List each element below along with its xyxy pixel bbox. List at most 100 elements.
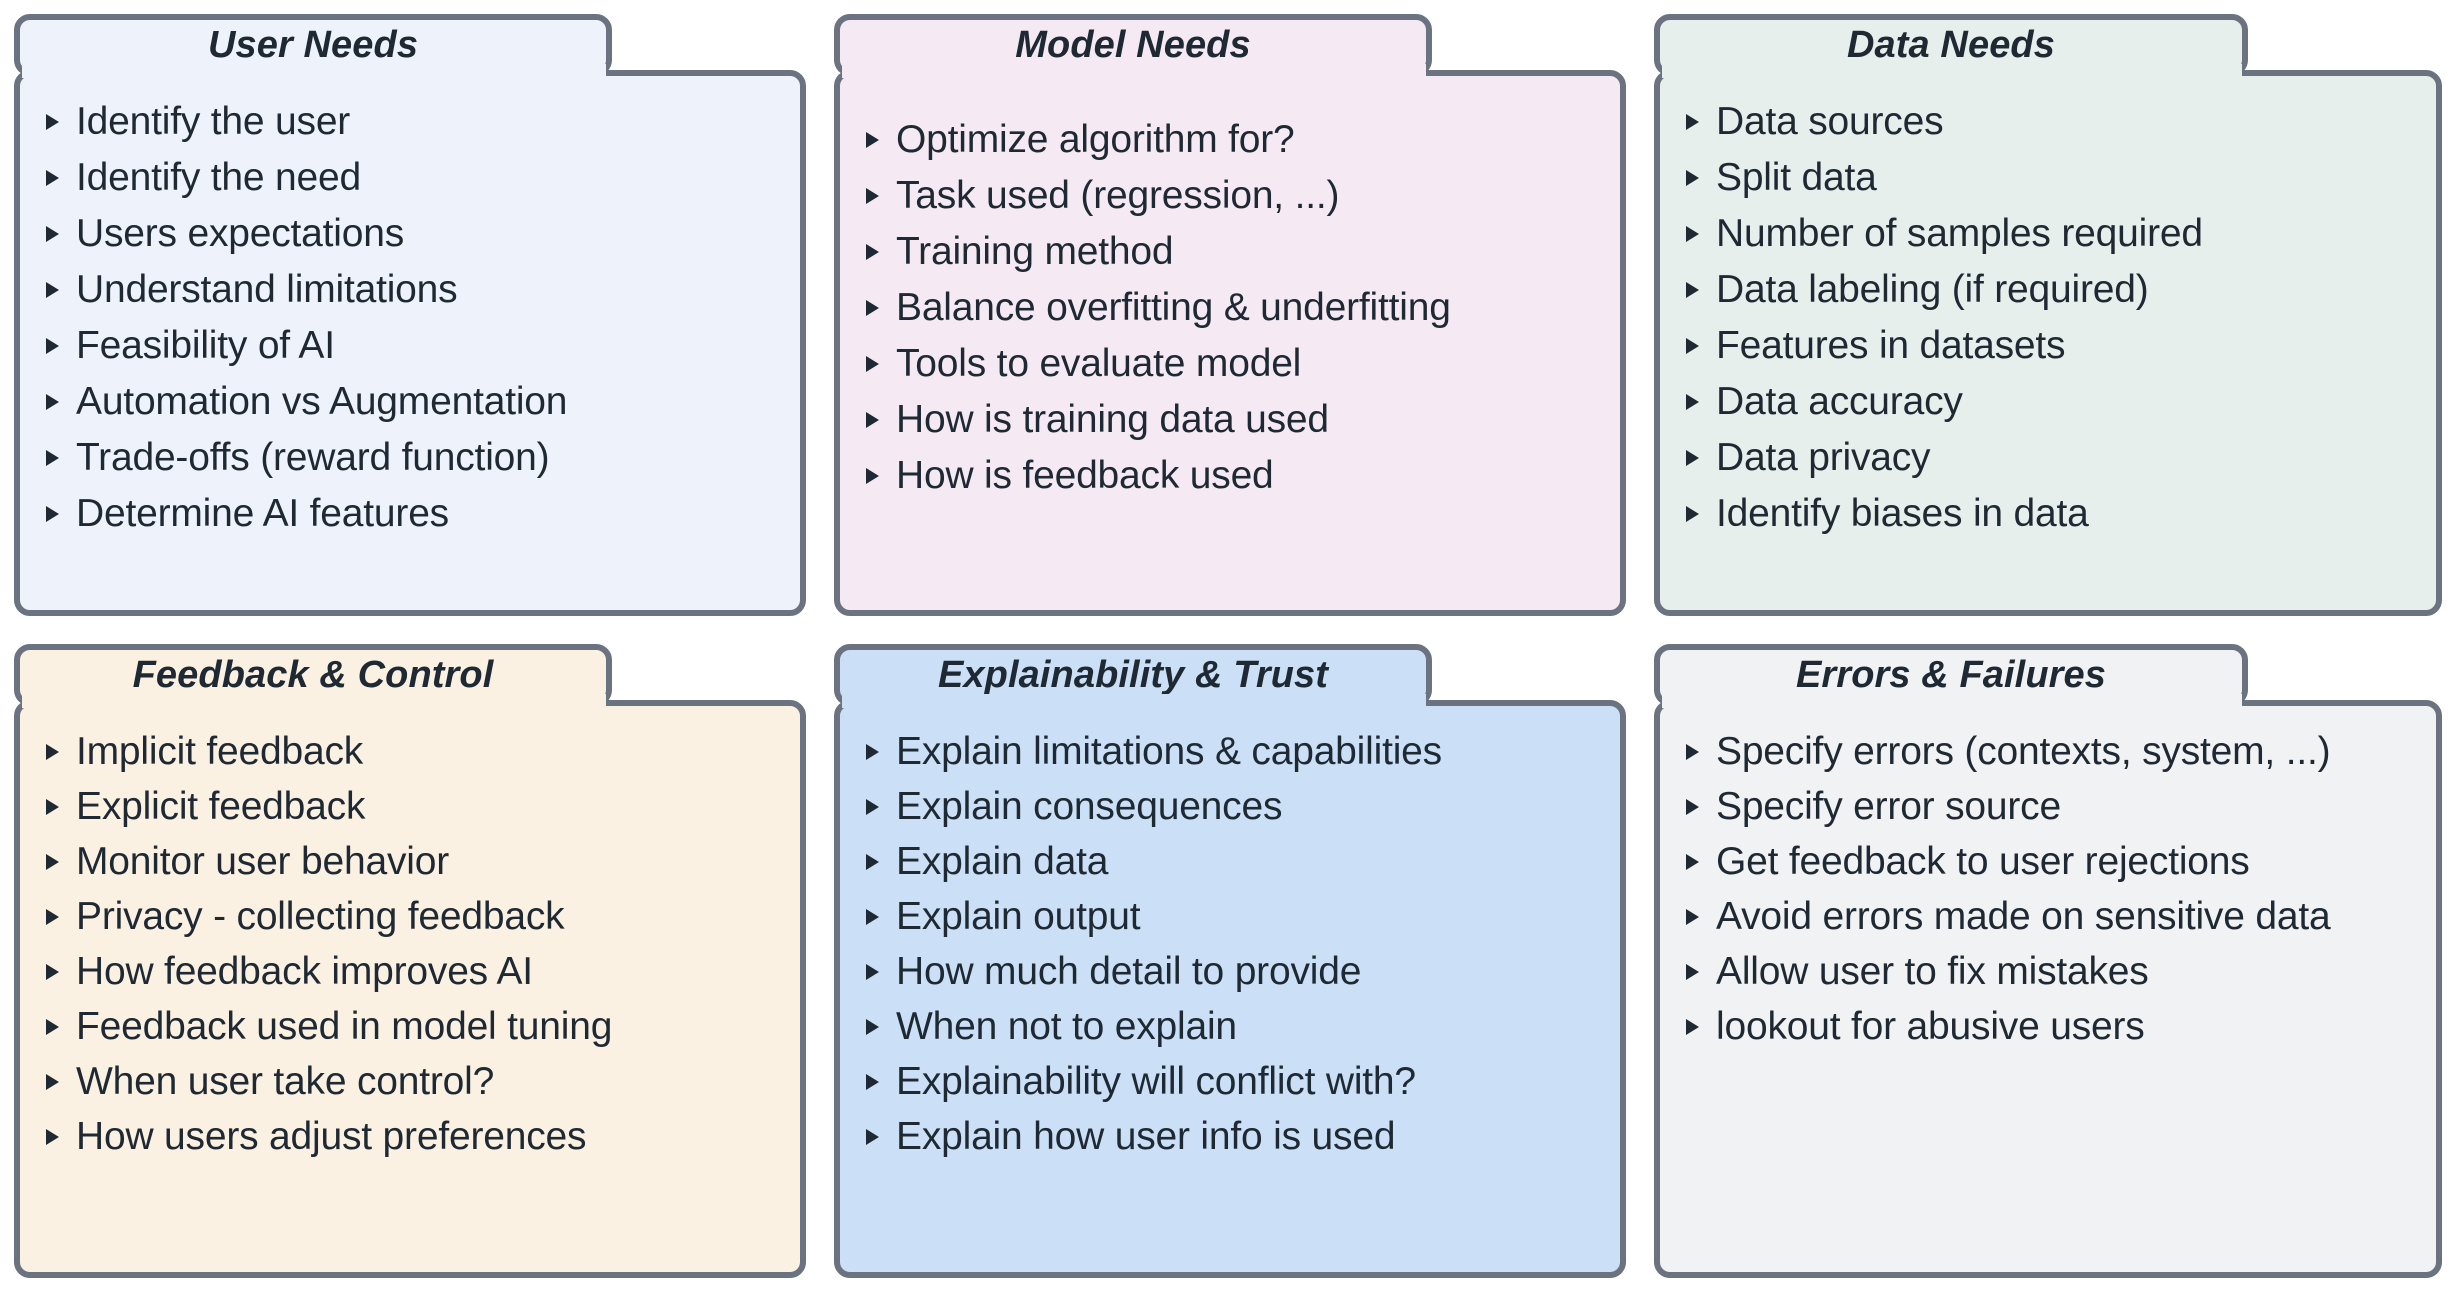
list-item: Explicit feedback — [38, 787, 782, 826]
panel-list-model-needs: Optimize algorithm for? Task used (regre… — [858, 120, 1602, 495]
list-item: Training method — [858, 232, 1602, 271]
bullet-triangle-icon — [1686, 337, 1699, 354]
panel-list-explainability-trust: Explain limitations & capabilities Expla… — [858, 732, 1602, 1156]
bullet-triangle-icon — [1686, 169, 1699, 186]
list-item: Identify biases in data — [1678, 494, 2418, 533]
bullet-triangle-icon — [46, 1073, 59, 1090]
bullet-triangle-icon — [866, 853, 879, 870]
bullet-triangle-icon — [46, 798, 59, 815]
panel-user-needs: User Needs Identify the user Identify th… — [14, 14, 806, 616]
bullet-triangle-icon — [866, 355, 879, 372]
list-item: When user take control? — [38, 1062, 782, 1101]
panel-data-needs: Data Needs Data sources Split data Numbe… — [1654, 14, 2442, 616]
list-item: Identify the user — [38, 102, 782, 141]
panel-feedback-control: Feedback & Control Implicit feedback Exp… — [14, 644, 806, 1278]
tab-body-merge — [842, 64, 1426, 78]
panel-explainability-trust: Explainability & Trust Explain limitatio… — [834, 644, 1626, 1278]
bullet-triangle-icon — [1686, 281, 1699, 298]
tab-body-merge — [22, 694, 606, 708]
bullet-triangle-icon — [866, 1073, 879, 1090]
list-item: Split data — [1678, 158, 2418, 197]
panel-cell-feedback-control: Feedback & Control Implicit feedback Exp… — [0, 630, 820, 1292]
bullet-triangle-icon — [46, 281, 59, 298]
list-item: Task used (regression, ...) — [858, 176, 1602, 215]
bullet-triangle-icon — [46, 743, 59, 760]
panel-model-needs: Model Needs Optimize algorithm for? Task… — [834, 14, 1626, 616]
list-item: How much detail to provide — [858, 952, 1602, 991]
list-item: Determine AI features — [38, 494, 782, 533]
bullet-triangle-icon — [46, 449, 59, 466]
panel-cell-user-needs: User Needs Identify the user Identify th… — [0, 0, 820, 630]
bullet-triangle-icon — [866, 243, 879, 260]
list-item: Data sources — [1678, 102, 2418, 141]
bullet-triangle-icon — [46, 1018, 59, 1035]
panel-errors-failures: Errors & Failures Specify errors (contex… — [1654, 644, 2442, 1278]
bullet-triangle-icon — [1686, 798, 1699, 815]
bullet-triangle-icon — [866, 798, 879, 815]
panel-title-feedback-control: Feedback & Control — [132, 654, 494, 696]
tab-body-merge — [22, 64, 606, 78]
panel-list-data-needs: Data sources Split data Number of sample… — [1678, 102, 2418, 533]
bullet-triangle-icon — [866, 1128, 879, 1145]
list-item: Features in datasets — [1678, 326, 2418, 365]
bullet-triangle-icon — [1686, 908, 1699, 925]
list-item: Privacy - collecting feedback — [38, 897, 782, 936]
panel-title-data-needs: Data Needs — [1847, 24, 2055, 66]
bullet-triangle-icon — [46, 113, 59, 130]
list-item: Number of samples required — [1678, 214, 2418, 253]
tab-body-merge — [842, 694, 1426, 708]
list-item: Users expectations — [38, 214, 782, 253]
tab-body-merge — [1662, 64, 2242, 78]
bullet-triangle-icon — [46, 169, 59, 186]
list-item: Avoid errors made on sensitive data — [1678, 897, 2418, 936]
bullet-triangle-icon — [46, 337, 59, 354]
panel-list-user-needs: Identify the user Identify the need User… — [38, 102, 782, 533]
panel-body-user-needs: Identify the user Identify the need User… — [14, 70, 806, 616]
panel-body-feedback-control: Implicit feedback Explicit feedback Moni… — [14, 700, 806, 1278]
panel-title-model-needs: Model Needs — [1015, 24, 1251, 66]
list-item: Implicit feedback — [38, 732, 782, 771]
bullet-triangle-icon — [1686, 853, 1699, 870]
list-item: Specify errors (contexts, system, ...) — [1678, 732, 2418, 771]
bullet-triangle-icon — [866, 411, 879, 428]
bullet-triangle-icon — [866, 1018, 879, 1035]
bullet-triangle-icon — [1686, 393, 1699, 410]
bullet-triangle-icon — [46, 225, 59, 242]
panel-title-explainability-trust: Explainability & Trust — [937, 654, 1329, 696]
list-item: Get feedback to user rejections — [1678, 842, 2418, 881]
list-item: When not to explain — [858, 1007, 1602, 1046]
panel-body-model-needs: Optimize algorithm for? Task used (regre… — [834, 70, 1626, 616]
list-item: Data labeling (if required) — [1678, 270, 2418, 309]
bullet-triangle-icon — [46, 908, 59, 925]
list-item: Balance overfitting & underfitting — [858, 288, 1602, 327]
panel-body-errors-failures: Specify errors (contexts, system, ...) S… — [1654, 700, 2442, 1278]
bullet-triangle-icon — [1686, 1018, 1699, 1035]
bullet-triangle-icon — [46, 853, 59, 870]
bullet-triangle-icon — [46, 505, 59, 522]
panel-cell-explainability-trust: Explainability & Trust Explain limitatio… — [820, 630, 1640, 1292]
tab-body-merge — [1662, 694, 2242, 708]
panel-title-errors-failures: Errors & Failures — [1795, 654, 2107, 696]
list-item: Explain data — [858, 842, 1602, 881]
list-item: Monitor user behavior — [38, 842, 782, 881]
bullet-triangle-icon — [866, 131, 879, 148]
panel-body-data-needs: Data sources Split data Number of sample… — [1654, 70, 2442, 616]
list-item: Explain output — [858, 897, 1602, 936]
bullet-triangle-icon — [46, 963, 59, 980]
list-item: Automation vs Augmentation — [38, 382, 782, 421]
list-item: Optimize algorithm for? — [858, 120, 1602, 159]
bullet-triangle-icon — [1686, 113, 1699, 130]
bullet-triangle-icon — [1686, 963, 1699, 980]
bullet-triangle-icon — [46, 393, 59, 410]
list-item: lookout for abusive users — [1678, 1007, 2418, 1046]
list-item: Trade-offs (reward function) — [38, 438, 782, 477]
list-item: Allow user to fix mistakes — [1678, 952, 2418, 991]
bullet-triangle-icon — [46, 1128, 59, 1145]
list-item: How feedback improves AI — [38, 952, 782, 991]
list-item: Feasibility of AI — [38, 326, 782, 365]
list-item: Specify error source — [1678, 787, 2418, 826]
list-item: Explainability will conflict with? — [858, 1062, 1602, 1101]
panel-list-errors-failures: Specify errors (contexts, system, ...) S… — [1678, 732, 2418, 1046]
panel-title-user-needs: User Needs — [207, 24, 419, 66]
list-item: How users adjust preferences — [38, 1117, 782, 1156]
